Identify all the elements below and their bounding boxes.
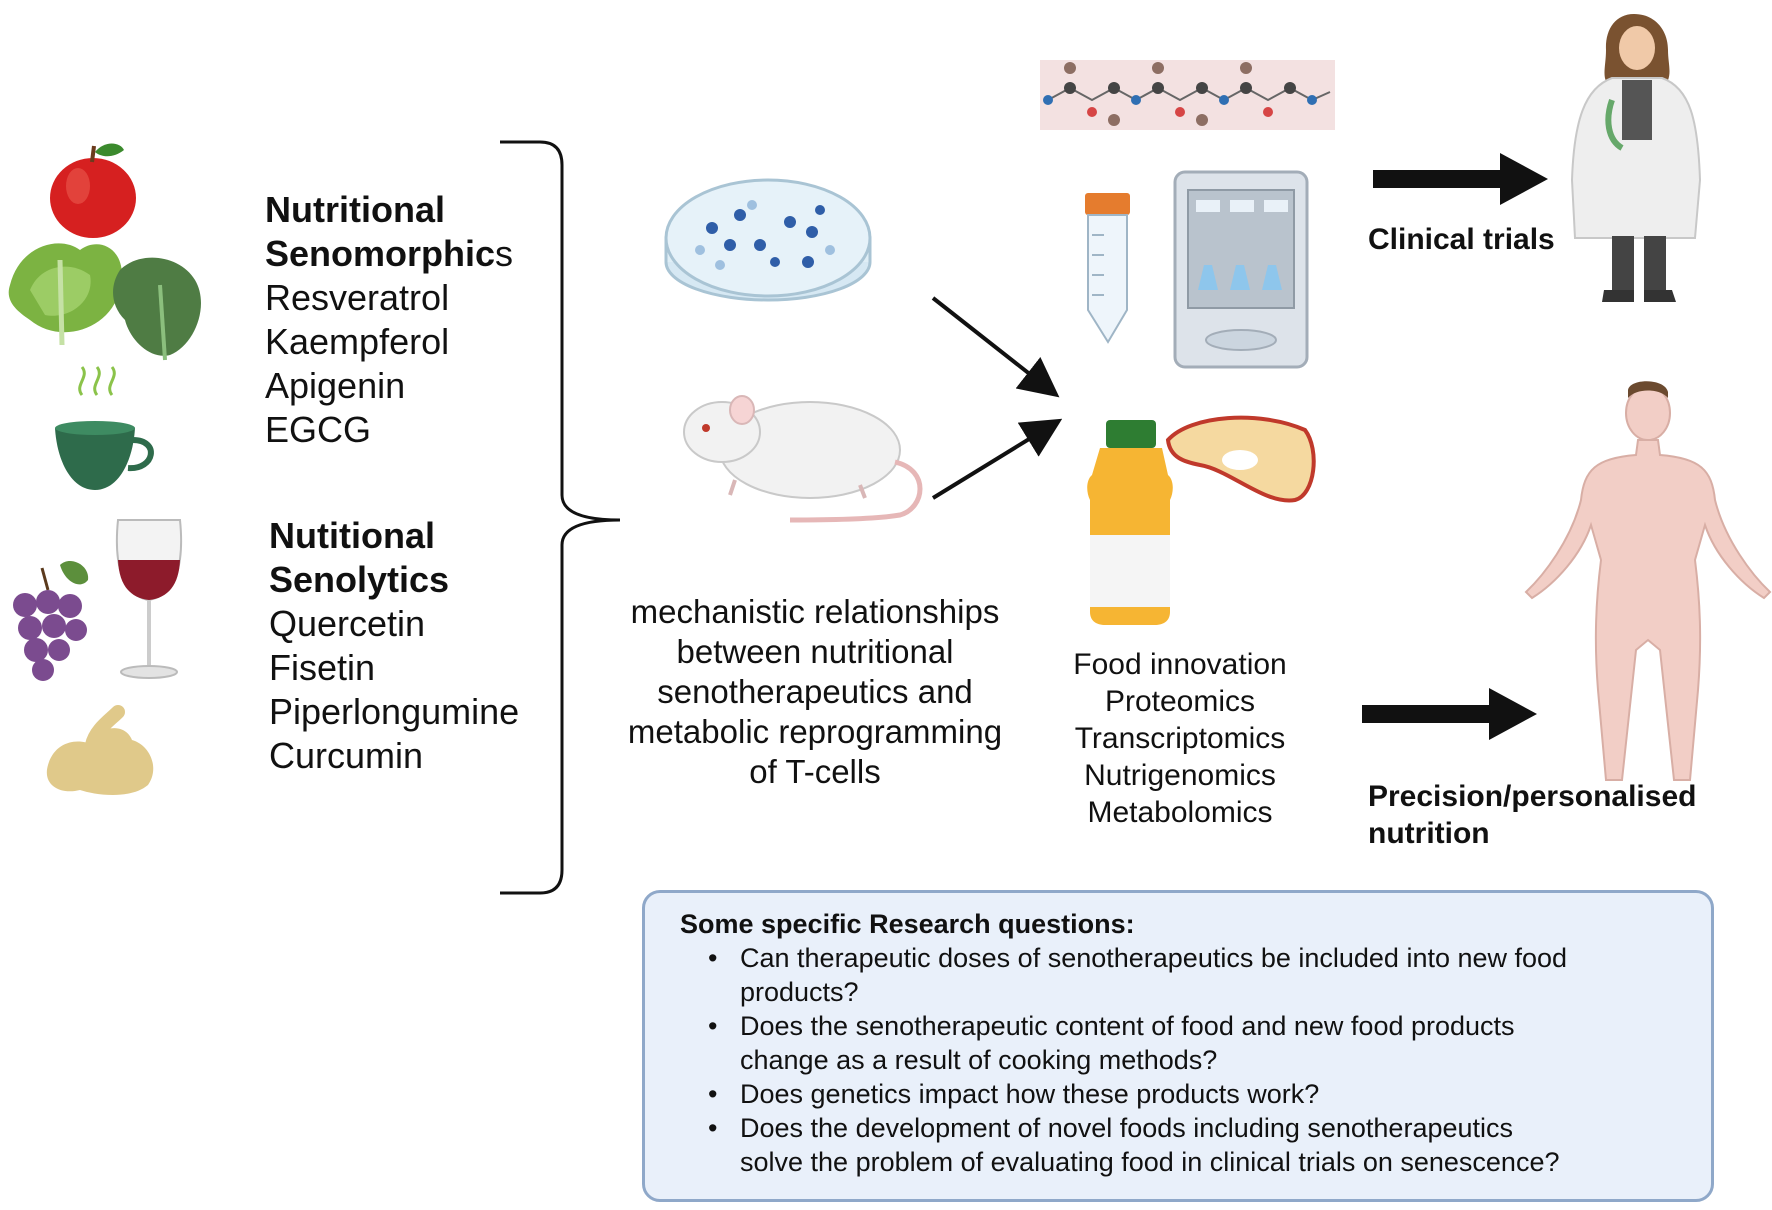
question-line: Does the development of novel foods incl… — [740, 1113, 1514, 1143]
peptide-chain-icon — [1040, 60, 1335, 130]
scientist-icon — [1570, 14, 1702, 302]
wine-glass-icon — [115, 519, 183, 679]
research-question: • Can therapeutic doses of senotherapeut… — [680, 941, 1690, 1009]
bullet-icon: • — [708, 1011, 718, 1041]
question-line: Can therapeutic doses of senotherapeutic… — [740, 943, 1568, 973]
senomorphics-heading-bold: Senomorphic — [265, 233, 496, 274]
precision-nutrition-label: Precision/personalised nutrition — [1368, 778, 1696, 852]
senolytics-group: Nutitional Senolytics Quercetin Fisetin … — [269, 514, 519, 778]
question-line: products? — [740, 977, 859, 1007]
research-questions-list: • Can therapeutic doses of senotherapeut… — [680, 941, 1690, 1179]
arrow-mouse-to-food — [931, 418, 1063, 500]
tea-cup-icon — [55, 366, 154, 490]
arrow-to-precision-nutrition — [1362, 688, 1537, 740]
compound-kaempferol: Kaempferol — [265, 321, 450, 362]
compound-apigenin: Apigenin — [265, 365, 406, 406]
bullet-icon: • — [708, 1079, 718, 1109]
question-line: Does the senotherapeutic content of food… — [740, 1011, 1515, 1041]
senolytics-heading-line1: Nutitional — [269, 515, 435, 556]
incubator-icon — [1173, 170, 1309, 369]
method-item: Transcriptomics — [1074, 722, 1286, 755]
mechanistic-text: mechanistic relationships between nutrit… — [600, 592, 1030, 792]
arrow-petri-to-food — [931, 296, 1060, 398]
research-questions-title: Some specific Research questions: — [680, 909, 1135, 939]
senomorphics-heading-line2: Senomorphics — [265, 232, 513, 276]
research-questions-box: Some specific Research questions: • Can … — [642, 890, 1714, 1202]
mouse-icon — [683, 395, 923, 523]
mechanistic-line: between nutritional — [676, 633, 954, 670]
question-line: solve the problem of evaluating food in … — [740, 1147, 1560, 1177]
mechanistic-line: of T-cells — [749, 753, 881, 790]
method-item: Food innovation — [1073, 648, 1287, 681]
arrow-to-clinical-trials — [1373, 153, 1548, 205]
research-question: • Does the development of novel foods in… — [680, 1111, 1690, 1179]
question-line: change as a result of cooking methods? — [740, 1045, 1218, 1075]
petri-dish-icon — [664, 178, 872, 302]
compound-egcg: EGCG — [265, 409, 372, 450]
compound-fisetin: Fisetin — [269, 647, 376, 688]
dried-apple-slice-icon — [1165, 415, 1316, 503]
research-question: • Does the senotherapeutic content of fo… — [680, 1009, 1690, 1077]
precision-line2: nutrition — [1368, 817, 1490, 850]
method-item: Nutrigenomics — [1084, 759, 1276, 792]
mechanistic-line: metabolic reprogramming — [627, 713, 1003, 750]
senomorphics-group: Nutritional Senomorphics Resveratrol Kae… — [265, 188, 513, 452]
apple-icon — [50, 143, 136, 238]
senomorphics-heading-line1: Nutritional — [265, 189, 445, 230]
juice-bottle-icon — [1087, 420, 1173, 625]
grapes-icon — [13, 560, 89, 681]
clinical-trials-label: Clinical trials — [1368, 223, 1555, 256]
leafy-greens-icon — [8, 243, 201, 361]
centrifuge-tube-icon — [1085, 193, 1130, 344]
curly-brace — [500, 140, 621, 895]
research-question: • Does genetics impact how these product… — [680, 1077, 1690, 1111]
senomorphics-heading-suffix: s — [495, 233, 514, 274]
bullet-icon: • — [708, 1113, 718, 1143]
compound-piperlongumine: Piperlongumine — [269, 691, 520, 732]
method-item: Metabolomics — [1087, 796, 1273, 829]
methods-list: Food innovation Proteomics Transcriptomi… — [1040, 646, 1320, 831]
method-item: Proteomics — [1104, 685, 1256, 718]
human-body-icon — [1524, 381, 1772, 781]
precision-line1: Precision/personalised — [1368, 780, 1697, 813]
bullet-icon: • — [708, 943, 718, 973]
mechanistic-line: mechanistic relationships — [630, 593, 1000, 630]
question-line: Does genetics impact how these products … — [740, 1079, 1320, 1109]
compound-resveratrol: Resveratrol — [265, 277, 450, 318]
compound-curcumin: Curcumin — [269, 735, 424, 776]
mechanistic-line: senotherapeutics and — [657, 673, 973, 710]
compound-quercetin: Quercetin — [269, 603, 426, 644]
senolytics-heading-line2: Senolytics — [269, 559, 450, 600]
ginger-icon — [46, 705, 154, 795]
